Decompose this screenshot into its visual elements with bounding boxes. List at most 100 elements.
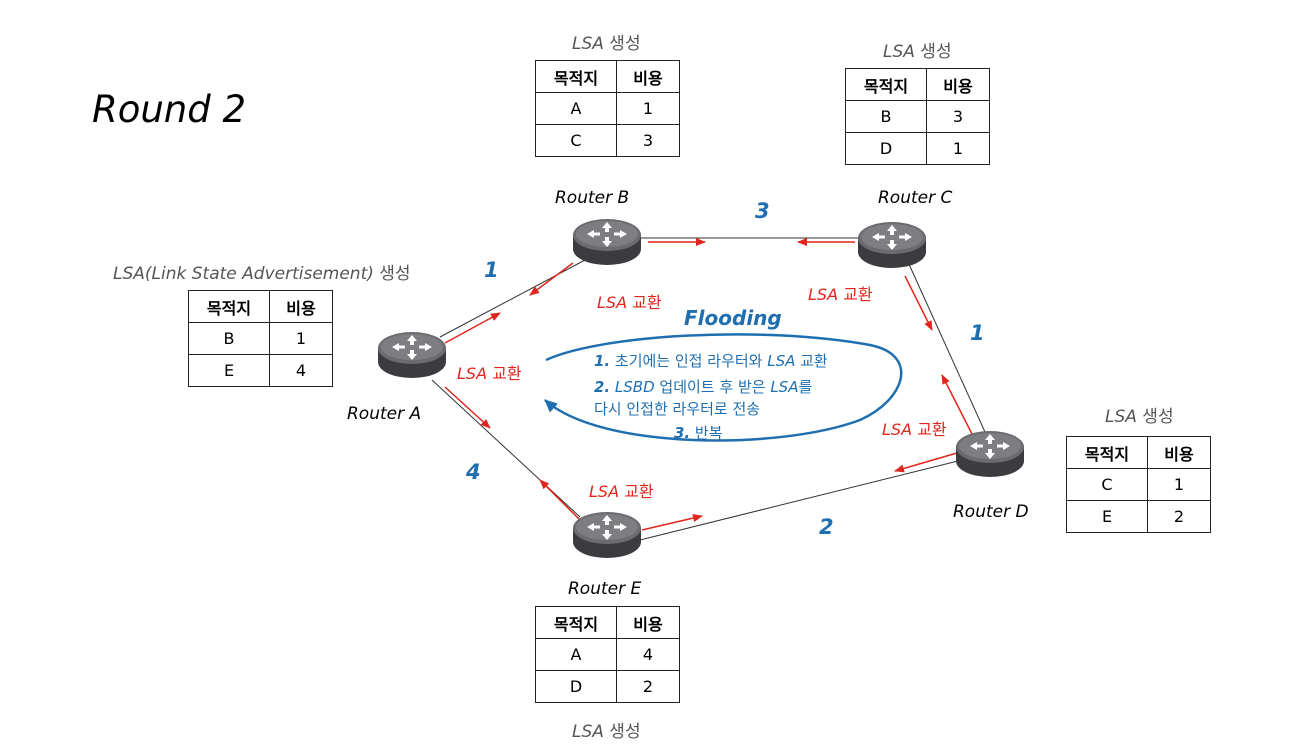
header-cost: 비용 (616, 60, 680, 93)
header-dest: 목적지 (188, 290, 270, 323)
lsa-caption-c: LSA 생성 (883, 37, 952, 62)
lsa-exchange-label-c: LSA 교환 (808, 281, 873, 305)
step-text: 반복 (690, 424, 723, 442)
lsa-arrow-d-to-c (941, 374, 973, 435)
cost-label-a-b: 1 (484, 258, 499, 282)
lsa-exchange-italic: LSA (457, 364, 488, 383)
header-dest: 목적지 (535, 606, 617, 639)
step-text: 초기에는 인접 라우터와 (610, 352, 768, 370)
link-e-a (431, 379, 581, 518)
flooding-title: Flooding (684, 306, 782, 330)
lsa-table-d: 목적지 비용 C 1 E 2 (1066, 436, 1211, 533)
header-cost: 비용 (269, 290, 333, 323)
lsa-exchange-label-b: LSA 교환 (597, 289, 662, 313)
table-row: A 1 (535, 92, 680, 125)
cell-cost: 4 (269, 354, 333, 387)
lsa-exchange-italic: LSA (808, 285, 839, 304)
flooding-step-1: 1. 초기에는 인접 라우터와 LSA 교환 (594, 350, 828, 371)
cell-dest: D (535, 670, 617, 703)
cost-label-e-a: 4 (466, 460, 481, 484)
table-header-row: 목적지 비용 (1066, 436, 1211, 469)
cell-cost: 1 (269, 322, 333, 355)
router-e-label: Router E (568, 579, 642, 599)
step-number: 1. (594, 352, 611, 370)
step-italic: LSA (770, 378, 799, 396)
router-a-icon[interactable] (376, 326, 448, 384)
cell-cost: 1 (1147, 468, 1211, 501)
table-row: E 2 (1066, 500, 1211, 533)
caption-text: 생성 (1136, 407, 1174, 427)
router-c-icon[interactable] (856, 216, 928, 274)
lsa-exchange-italic: LSA (589, 482, 620, 501)
lsa-caption-a: LSA(Link State Advertisement) 생성 (113, 259, 411, 284)
lsa-arrow-d-to-e (894, 452, 958, 473)
caption-italic: LSA (572, 722, 604, 742)
cell-dest: B (845, 100, 927, 133)
router-b-icon[interactable] (571, 213, 643, 271)
cell-cost: 4 (616, 638, 680, 671)
flooding-step-3: 3. 반복 (674, 422, 723, 443)
router-c-label: Router C (878, 188, 953, 208)
table-header-row: 목적지 비용 (535, 60, 680, 93)
cell-dest: B (188, 322, 270, 355)
step-italic: LSBD (610, 378, 655, 396)
step-text: 를 (798, 378, 813, 396)
lsa-arrow-e-to-d (641, 514, 703, 531)
cell-dest: D (845, 132, 927, 165)
caption-italic: LSA (883, 42, 915, 62)
lsa-table-e: 목적지 비용 A 4 D 2 (535, 606, 680, 703)
lsa-exchange-text: 교환 (838, 285, 873, 304)
table-row: E 4 (188, 354, 333, 387)
lsa-exchange-label-e: LSA 교환 (589, 478, 654, 502)
table-row: C 1 (1066, 468, 1211, 501)
flooding-step-2: 2. LSBD 업데이트 후 받은 LSA를 (594, 376, 812, 397)
header-cost: 비용 (1147, 436, 1211, 469)
cell-dest: C (1066, 468, 1148, 501)
lsa-arrow-b-to-a (529, 262, 574, 296)
header-cost: 비용 (926, 68, 990, 101)
lsa-table-a: 목적지 비용 B 1 E 4 (188, 290, 333, 387)
header-dest: 목적지 (1066, 436, 1148, 469)
lsa-caption-d: LSA 생성 (1105, 402, 1174, 427)
header-dest: 목적지 (535, 60, 617, 93)
lsa-exchange-label-d: LSA 교환 (882, 416, 947, 440)
table-header-row: 목적지 비용 (535, 606, 680, 639)
router-b-label: Router B (555, 188, 630, 208)
cell-cost: 3 (616, 124, 680, 157)
lsa-table-c: 목적지 비용 B 3 D 1 (845, 68, 990, 165)
lsa-arrow-c-to-d (904, 275, 933, 331)
lsa-exchange-text: 교환 (619, 482, 654, 501)
cell-dest: E (1066, 500, 1148, 533)
table-row: C 3 (535, 124, 680, 157)
link-a-b (439, 259, 586, 338)
header-cost: 비용 (616, 606, 680, 639)
link-d-e (639, 460, 959, 541)
cell-dest: A (535, 638, 617, 671)
router-e-icon[interactable] (571, 506, 643, 564)
caption-italic: LSA(Link State Advertisement) (113, 264, 374, 284)
caption-italic: LSA (572, 34, 604, 54)
cell-cost: 2 (1147, 500, 1211, 533)
table-row: B 3 (845, 100, 990, 133)
lsa-arrow-e-to-a (539, 479, 581, 521)
lsa-exchange-italic: LSA (597, 293, 628, 312)
lsa-exchange-text: 교환 (912, 420, 947, 439)
lsa-exchange-text: 교환 (627, 293, 662, 312)
router-d-label: Router D (953, 502, 1029, 522)
lsa-caption-b: LSA 생성 (572, 29, 641, 54)
cell-cost: 1 (926, 132, 990, 165)
flooding-loop-arrow (544, 333, 903, 442)
cost-label-d-e: 2 (819, 515, 834, 539)
lsa-table-b: 목적지 비용 A 1 C 3 (535, 60, 680, 157)
lsa-exchange-italic: LSA (882, 420, 913, 439)
step-number: 2. (594, 378, 611, 396)
router-d-icon[interactable] (954, 425, 1026, 483)
lsa-arrow-a-to-b (444, 312, 501, 344)
caption-text: 생성 (373, 264, 411, 284)
flooding-step-2-continued: 다시 인접한 라우터로 전송 (594, 400, 761, 418)
header-dest: 목적지 (845, 68, 927, 101)
caption-text: 생성 (603, 722, 641, 742)
step-text: 교환 (795, 352, 828, 370)
lsa-arrow-a-to-e (444, 386, 491, 429)
